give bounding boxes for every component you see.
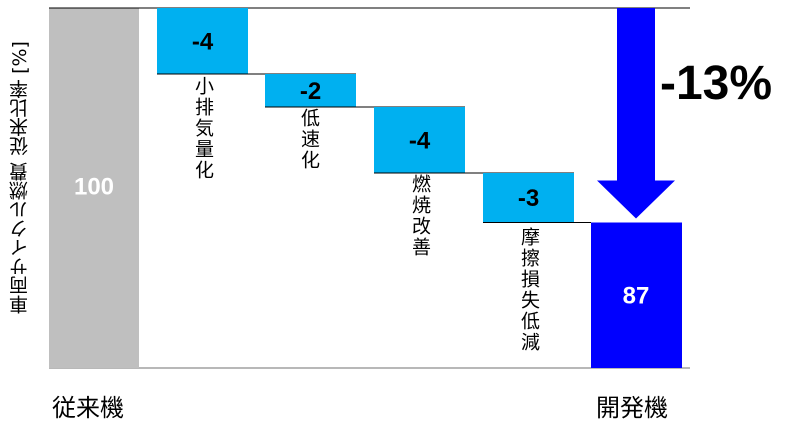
step-label: 低速化	[298, 108, 320, 171]
data-label-step: -2	[300, 78, 321, 105]
x-label-end: 開発機	[596, 394, 668, 422]
step-label: 摩擦損失低減	[518, 227, 540, 353]
reduction-annotation: -13%	[660, 57, 773, 110]
bar-start	[49, 8, 139, 368]
bar-step	[374, 107, 465, 173]
data-label-start: 100	[74, 173, 114, 200]
data-label-step: -4	[409, 127, 431, 154]
data-label-end: 87	[623, 282, 650, 309]
step-label: 燃焼改善	[409, 174, 431, 258]
data-label-step: -4	[192, 28, 214, 55]
bar-end	[591, 222, 682, 368]
step-label: 小排気量化	[192, 76, 214, 181]
bar-step	[157, 8, 248, 74]
bar-step	[265, 74, 356, 107]
data-label-step: -3	[518, 185, 539, 212]
y-axis-label: 車両サイクル燃費 従来比率 [%]	[9, 41, 31, 315]
bar-step	[483, 173, 574, 223]
x-label-start: 従来機	[52, 394, 124, 422]
down-arrow-icon	[597, 8, 675, 219]
